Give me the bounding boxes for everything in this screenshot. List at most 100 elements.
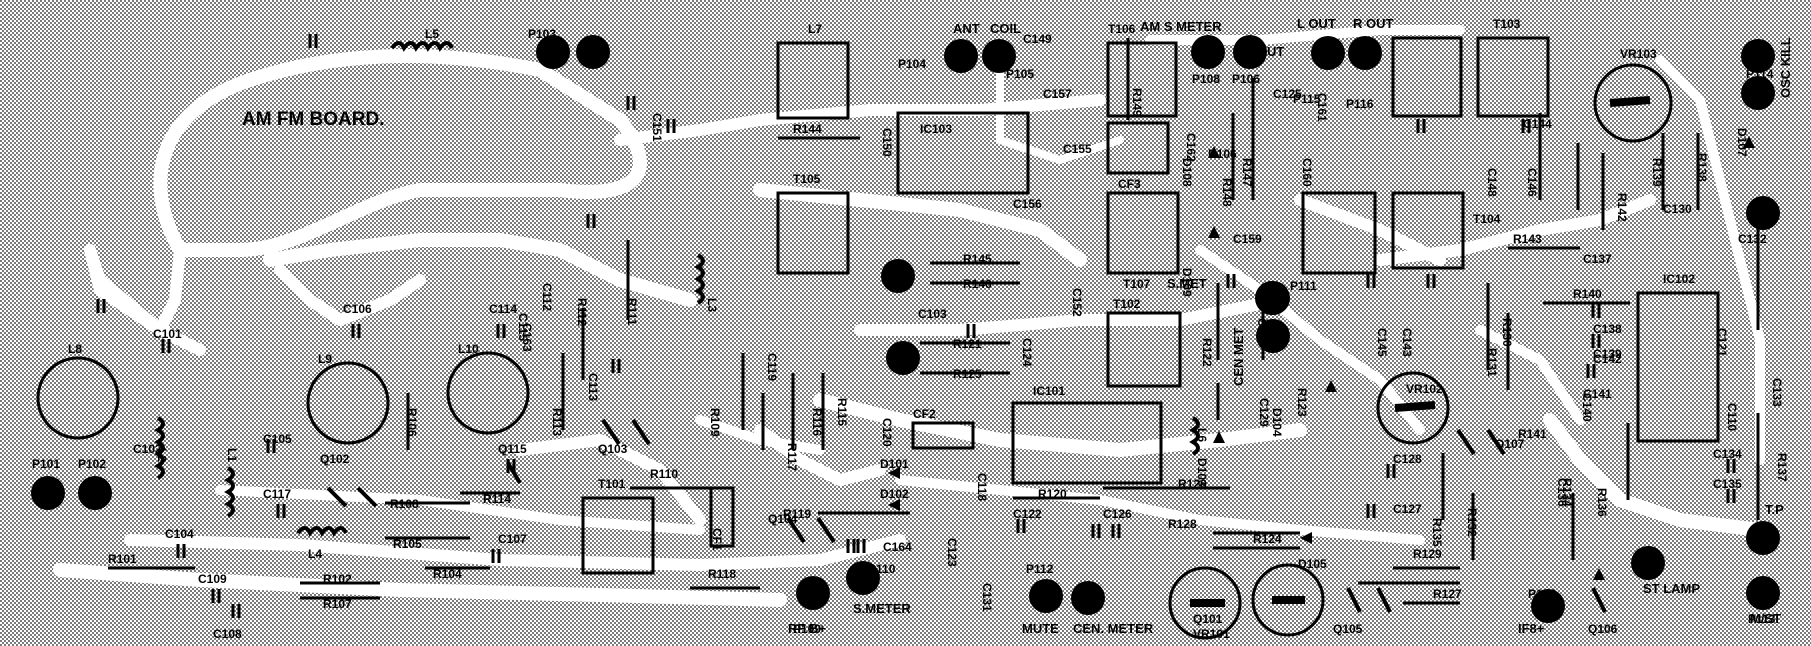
connector-label-s-met: S.MET [1167,276,1207,291]
label-c115: C115 [516,313,530,341]
pad-p102 [78,476,112,510]
pot-VR103 [1593,63,1673,143]
label-c149: C149 [1023,32,1052,46]
label-cf2: CF2 [913,407,936,421]
transformer-T103 [1476,36,1550,118]
ic-IC101 [1011,401,1163,485]
connector-label-l-out: L OUT [1297,16,1336,31]
connector-label-if8: IF8+ [1518,621,1545,636]
label-r134: R134 [1560,478,1574,507]
label-r147: R147 [1240,158,1254,187]
pad-label-p111: P111 [1290,279,1317,293]
label-r125: R125 [953,367,982,381]
label-c126: C126 [1103,507,1132,521]
label-c151: C151 [650,113,664,142]
label-l10: L10 [458,342,479,356]
label-c110: C110 [1725,403,1739,431]
pad-unlabeled [886,341,920,375]
label-d103: D103 [1195,458,1209,487]
coil-L4 [296,526,348,537]
label-r124: R124 [1253,532,1282,546]
label-t106: T106 [1108,22,1136,36]
label-l1: L1 [225,448,239,462]
label-d108: D108 [1180,158,1194,187]
label-q106: Q106 [1588,622,1618,636]
label-c114: C114 [489,302,517,316]
label-c108: C108 [213,627,242,641]
pad-label-p103: P103 [528,27,556,41]
label-c133: C133 [1770,378,1784,407]
connector-label-m-st: M/ST [1750,611,1781,626]
label-c121: C121 [1715,328,1729,357]
label-c112: C112 [540,283,554,311]
label-r121: R121 [953,337,982,351]
pad-label-p106: P106 [1232,72,1260,86]
label-q103: Q103 [598,442,628,456]
label-t102: T102 [1113,297,1141,311]
coil-L7 [776,41,850,120]
label-r107: R107 [323,597,352,611]
pot-VR101-a [1168,566,1242,640]
pad-p117 [1531,589,1565,623]
label-r114: R114 [483,492,511,506]
transformer-T101 [581,496,655,575]
connector-label-am-s-meter: AM S METER [1140,19,1222,34]
label-t101: T101 [598,477,626,491]
label-cf1: CF1 [710,528,724,551]
label-r117: R117 [785,443,799,471]
label-c142: C142 [1593,352,1622,366]
label-t105: T105 [793,172,821,186]
connector-label-ant: ANT [953,21,980,36]
label-d105: D105 [1298,557,1327,571]
label-c163: C163 [520,323,534,352]
label-c144: C144 [1523,117,1552,131]
pot-wiper-marks [1190,96,1651,607]
pad-p109 [796,576,830,610]
components [36,34,1760,640]
pad-p110 [846,561,880,595]
label-q107: Q107 [1495,437,1525,451]
coil-L5 [390,41,454,52]
label-l4: L4 [308,547,322,561]
label-c128: C128 [1393,452,1422,466]
label-cf3: CF3 [1118,177,1141,191]
pad-p116 [1348,36,1382,70]
label-r115: R115 [835,398,849,426]
label-c104: C104 [165,527,194,541]
pad-label-p102: P102 [78,457,106,471]
label-c159: C159 [1233,232,1262,246]
label-c127: C127 [1393,502,1422,516]
pad-p101 [31,476,65,510]
label-r142: R142 [1615,193,1629,222]
label-c145: C145 [1375,328,1389,357]
label-d106: D106 [1208,147,1237,161]
label-q102: Q102 [320,452,350,466]
label-ic103: IC103 [920,122,952,136]
pad-label-p112: P112 [1026,562,1054,576]
label-c148: C148 [1485,168,1499,197]
label-vr101: VR101 [1193,627,1230,641]
transformer-T104 [1391,191,1465,270]
label-r108: R108 [390,497,419,511]
label-r131: R131 [1485,348,1499,377]
connector-label-rf-b: RF B+ [788,621,826,636]
pad-label-p116: P116 [1346,97,1374,111]
label-r101: R101 [108,552,137,566]
label-r143: R143 [1513,232,1542,246]
label-r122: R122 [1200,338,1214,367]
transformer-T105 [776,191,850,275]
label-vr103: VR103 [1620,47,1657,61]
label-q104: Q104 [768,512,798,526]
ic-IC103 [896,111,1030,195]
label-c139: C139 [1593,347,1622,361]
pad-label-p110: P110 [868,562,896,576]
label-r106: R106 [405,408,419,437]
pad-unlabeled [1256,281,1290,315]
label-c122: C122 [1013,507,1042,521]
pad-unlabeled [1746,196,1780,230]
label-r105: R105 [393,537,422,551]
label-r144: R144 [793,122,822,136]
label-q115: Q115 [498,442,527,456]
label-q101: Q101 [1193,612,1223,626]
label-vr102: VR102 [1406,382,1443,396]
